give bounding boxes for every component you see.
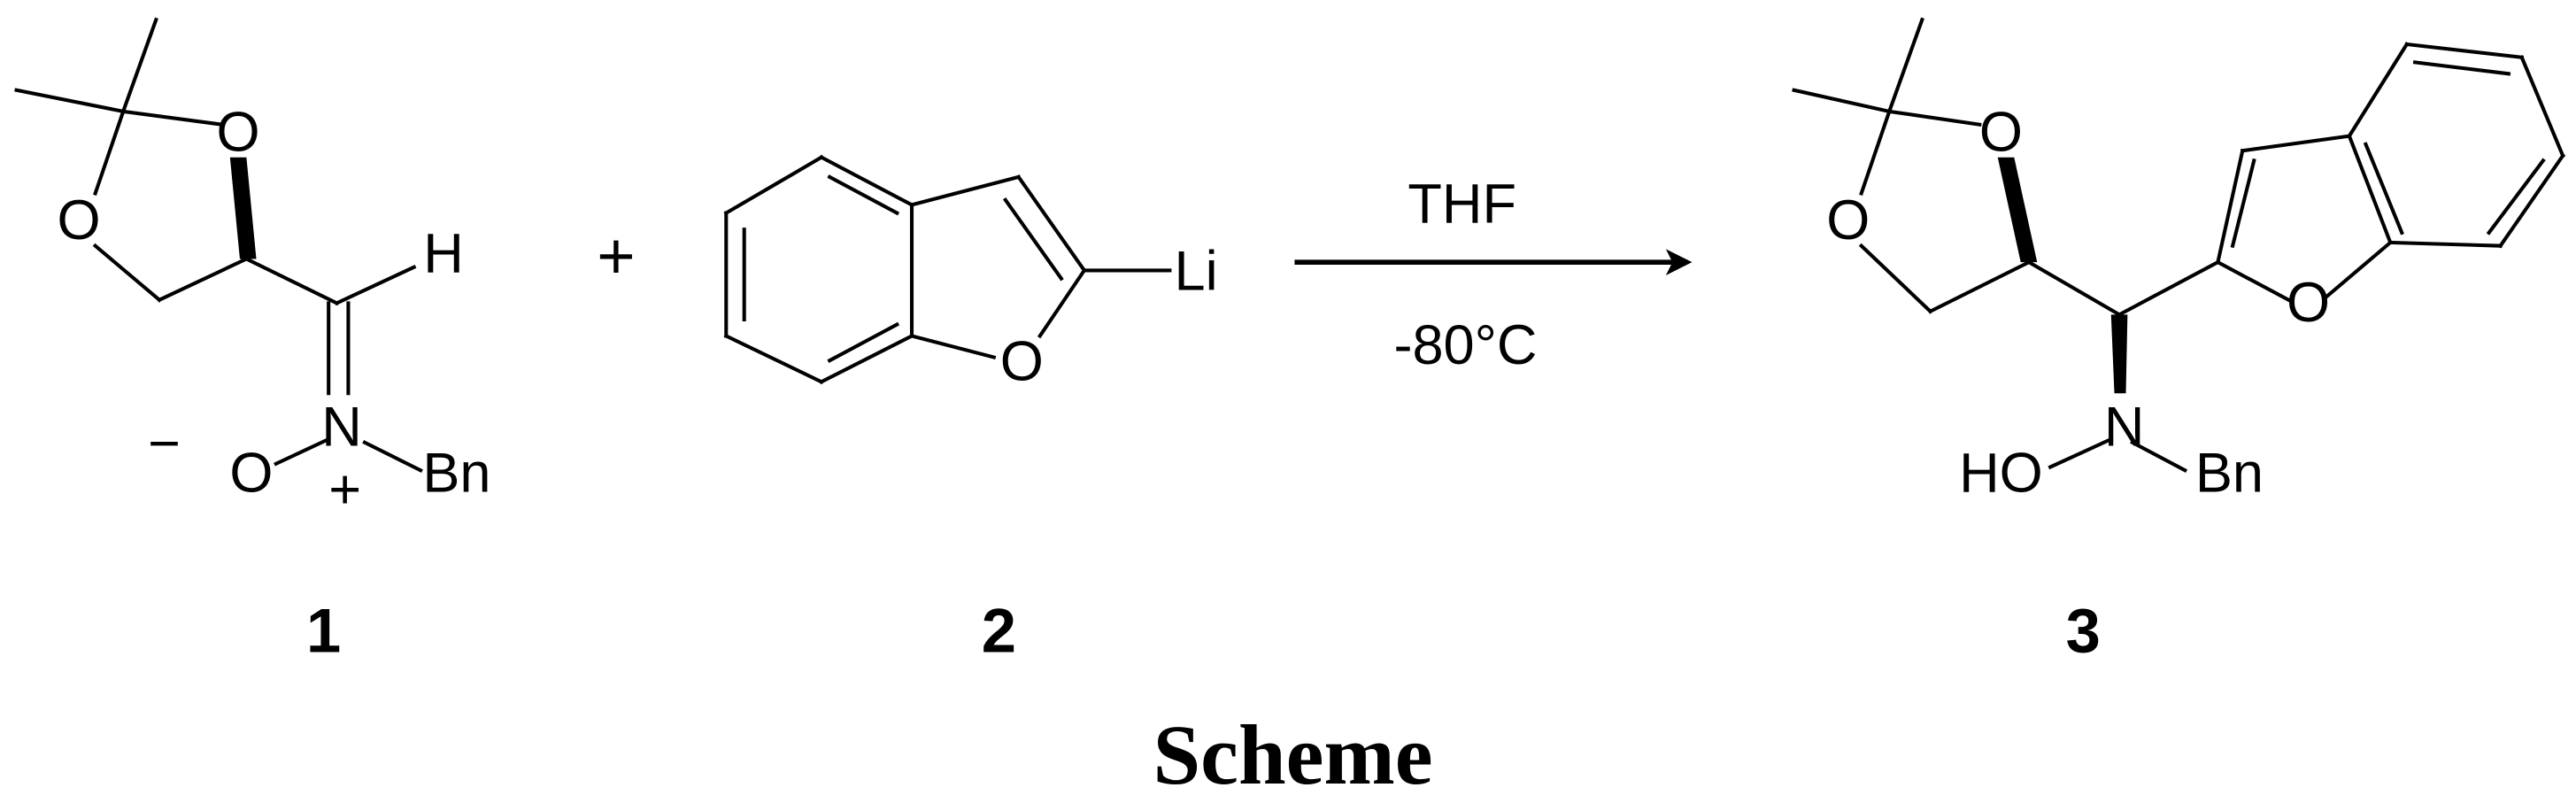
scheme-caption: Scheme: [1153, 707, 1432, 802]
compound-number-3: 3: [2066, 596, 2101, 666]
plus-sign: +: [597, 220, 635, 293]
compound-number-1: 1: [306, 596, 341, 666]
atom-o: O: [2287, 272, 2330, 334]
atom-ho: HO: [1959, 442, 2043, 504]
atom-n: N: [2104, 397, 2145, 459]
negative-charge: −: [148, 413, 181, 475]
compound-number-2: 2: [982, 596, 1016, 666]
atom-o: O: [1000, 331, 1044, 393]
atom-h: H: [423, 222, 464, 284]
atom-n: N: [321, 397, 362, 459]
atom-o: O: [1979, 101, 2023, 163]
atom-bn: Bn: [422, 442, 490, 504]
atom-o: O: [1826, 189, 1870, 251]
compound-3-structure: [1792, 17, 2565, 473]
reaction-solvent: THF: [1408, 174, 1516, 235]
atom-li: Li: [1175, 241, 1218, 303]
reaction-arrow: [1294, 249, 1693, 275]
atom-o-minus: O: [229, 442, 273, 504]
atom-o: O: [58, 189, 101, 251]
compound-2-structure: [723, 154, 1172, 385]
positive-charge: +: [328, 459, 361, 521]
compound-1-structure: [14, 17, 423, 473]
atom-bn: Bn: [2195, 442, 2264, 504]
atom-o: O: [217, 101, 260, 163]
reaction-temperature: -80°C: [1393, 314, 1537, 376]
